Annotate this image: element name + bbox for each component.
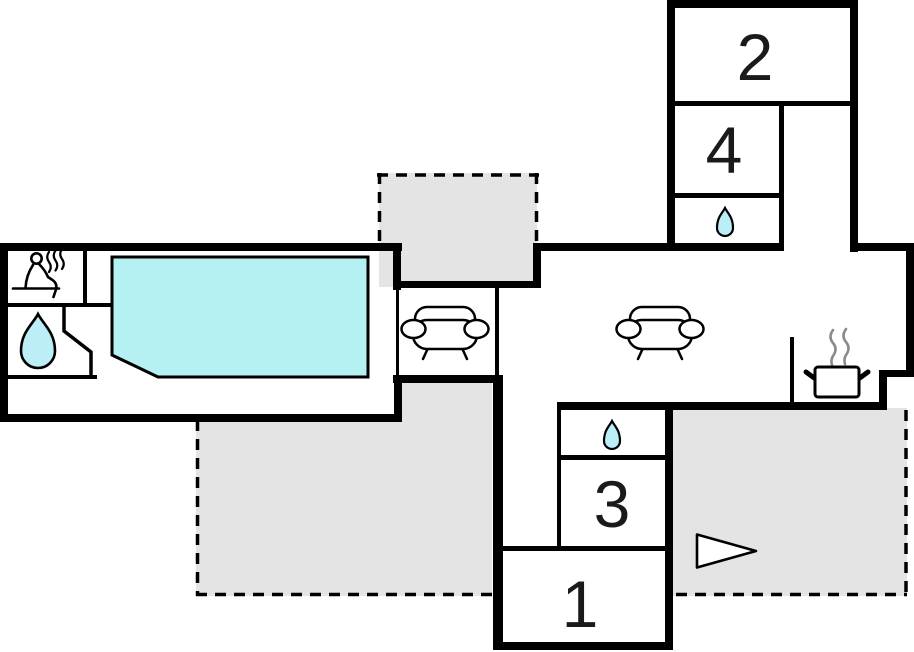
entrance-arrow-icon	[695, 533, 758, 569]
cooking-pot-icon	[803, 327, 871, 399]
top-terrace	[377, 173, 539, 287]
left-terrace	[195, 381, 493, 597]
room-1-label: 1	[562, 567, 599, 641]
water-drop-icon	[19, 311, 57, 370]
swimming-pool	[110, 255, 370, 379]
right-terrace	[673, 408, 908, 597]
sofa-icon	[400, 305, 490, 361]
water-drop-icon	[715, 205, 735, 238]
steam-lines	[829, 327, 850, 367]
room-2-label: 2	[737, 20, 774, 94]
terrace-dashed-border	[377, 173, 539, 246]
room-4-label: 4	[706, 113, 743, 187]
sauna-icon	[11, 247, 65, 299]
room-labels: 2 4 3 1	[562, 20, 774, 641]
room-3-label: 3	[594, 467, 631, 541]
terrace-dashed-border	[676, 410, 908, 597]
sofa-icon	[615, 305, 705, 361]
water-drop-icon	[602, 418, 622, 451]
steam-lines	[46, 247, 65, 274]
terrace-dashed-border	[195, 420, 493, 597]
